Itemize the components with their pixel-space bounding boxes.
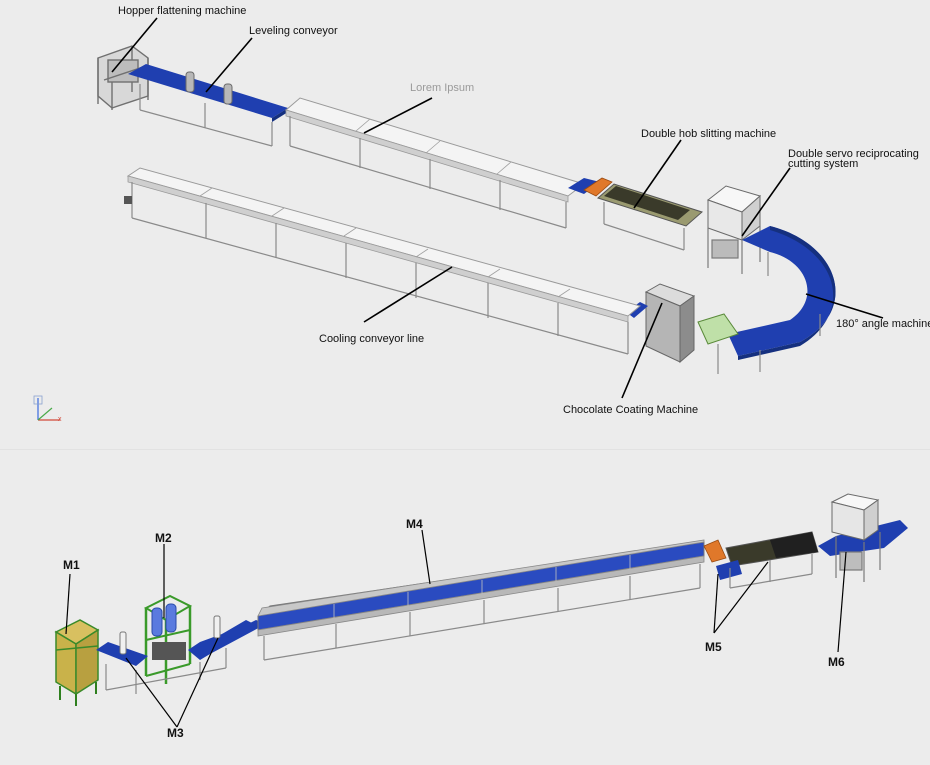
upper-white-conveyor [284,97,586,229]
leveling-conveyor [128,64,288,147]
axis-triad-icon [33,395,60,421]
cooling-conveyor-line [124,167,642,355]
angle-machine-180 [728,226,836,372]
label-hopper-flattening-machine: Hopper flattening machine [118,5,247,17]
m4-long-conveyor [257,539,705,661]
label-double-servo-cutting-system: Double servo reciprocating cutting syste… [788,148,919,170]
label-double-hob-slitting-machine: Double hob slitting machine [641,128,777,140]
section-divider [0,449,930,450]
m1-machine [54,619,100,706]
double-hob-slitting-machine [568,177,703,251]
top-leader-lines [111,17,884,399]
label-cooling-conveyor-line: Cooling conveyor line [319,333,425,345]
m5-slitting-units [703,531,819,589]
servo-cutting-system [706,185,762,274]
label-m6: M6 [828,655,845,669]
hopper-flattening-machine [97,45,149,110]
m3-conveyors [96,615,266,694]
bottom-production-line [54,493,908,728]
top-production-line [97,17,884,399]
label-180-angle-machine: 180° angle machine [836,318,930,330]
label-lorem-ipsum: Lorem Ipsum [410,82,475,94]
label-m1: M1 [63,558,80,572]
label-m2: M2 [155,531,172,545]
m2-machine [143,594,193,684]
m6-cutting-box [818,493,908,582]
axis-x-label: x [58,416,62,423]
label-chocolate-coating-machine: Chocolate Coating Machine [563,404,699,416]
label-m4: M4 [406,517,423,531]
label-m5: M5 [705,640,722,654]
bottom-leader-lines [65,529,847,728]
chocolate-coating-machine [626,283,739,374]
label-m3: M3 [167,726,184,740]
label-leveling-conveyor: Leveling conveyor [249,25,338,37]
